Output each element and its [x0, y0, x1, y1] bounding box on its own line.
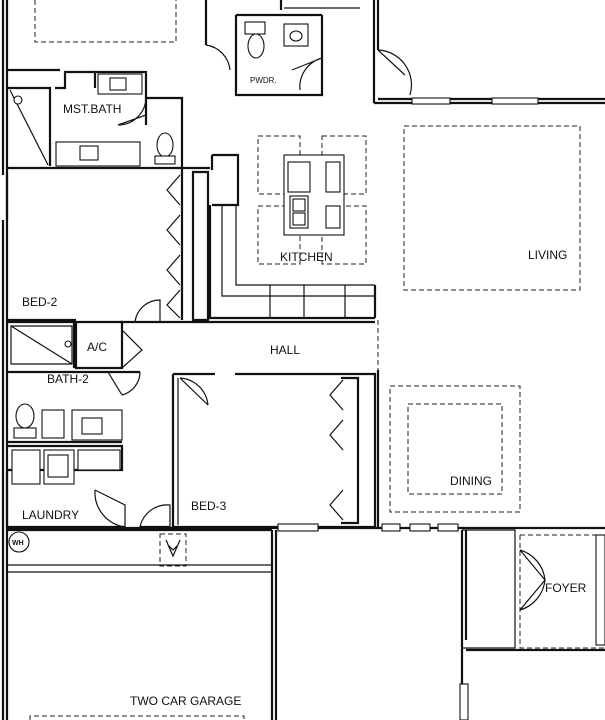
room-label-bath2: BATH-2	[47, 372, 89, 386]
room-label-dining: DINING	[450, 474, 492, 488]
room-label-bed3: BED-3	[191, 499, 227, 513]
water-heater-label: WH	[12, 540, 24, 547]
living: LIVING	[403, 125, 581, 291]
foyer: FOYER	[459, 529, 605, 720]
room-label-bed2: BED-2	[22, 295, 58, 309]
room-label-mst-bath: MST.BATH	[63, 102, 121, 116]
room-label-laundry: LAUNDRY	[22, 508, 79, 522]
kitchen: KITCHEN	[208, 135, 377, 320]
bath-2: BATH-2	[7, 320, 141, 444]
laundry: LAUNDRY	[7, 444, 171, 529]
upper-closet	[34, 0, 231, 71]
room-label-garage: TWO CAR GARAGE	[130, 694, 241, 708]
ac-closet: A/C	[74, 320, 143, 370]
dining: DINING	[389, 385, 521, 513]
door-swing	[377, 49, 413, 96]
bed-3: BED-3	[171, 372, 377, 529]
garage: WH TWO CAR GARAGE	[7, 528, 278, 720]
bed-2: BED-2	[5, 168, 210, 324]
room-label-foyer: FOYER	[545, 581, 587, 595]
windows-mid	[7, 370, 605, 532]
room-label-kitchen: KITCHEN	[280, 250, 333, 264]
hall: HALL	[270, 320, 379, 370]
windows-top	[411, 97, 539, 105]
room-label-pwdr: PWDR.	[250, 76, 277, 85]
powder-room: PWDR.	[234, 0, 360, 97]
master-bath: MST.BATH	[7, 68, 214, 170]
room-label-hall: HALL	[270, 343, 300, 357]
room-label-living: LIVING	[528, 248, 567, 262]
room-label-ac: A/C	[87, 340, 107, 354]
misc-walls	[5, 318, 375, 527]
